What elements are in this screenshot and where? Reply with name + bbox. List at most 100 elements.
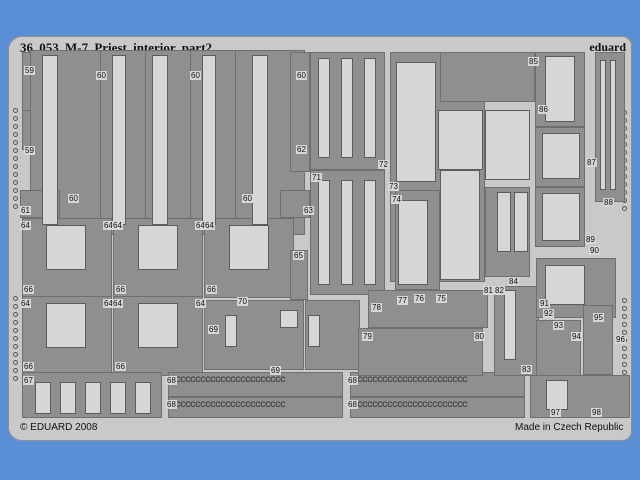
part-number-label: 91 (539, 299, 550, 308)
part-number-label: 92 (543, 309, 554, 318)
fret-panel (290, 250, 308, 300)
clip-row: cccccccccccccccccccccc (357, 375, 468, 386)
part-number-label: 95 (593, 313, 604, 322)
box-part (110, 382, 126, 414)
part-number-label: 89 (585, 235, 596, 244)
bracket-part (545, 56, 575, 122)
part-number-label: 64 (103, 221, 114, 230)
rod-part (600, 60, 606, 190)
part-number-label: 76 (414, 294, 425, 303)
box-part (85, 382, 101, 414)
part-number-label: 59 (24, 146, 35, 155)
part-number-label: 88 (603, 198, 614, 207)
part-number-label: 83 (521, 365, 532, 374)
part-number-label: 71 (311, 173, 322, 182)
seat-frame-part (112, 55, 126, 225)
part-number-label: 62 (296, 145, 307, 154)
fret-panel (440, 52, 535, 102)
part-number-label: 59 (24, 66, 35, 75)
floor-plate-part (440, 170, 480, 280)
part-number-label: 60 (68, 194, 79, 203)
part-number-label: 79 (362, 332, 373, 341)
alignment-holes-left (13, 108, 18, 212)
part-number-label: 84 (508, 277, 519, 286)
part-number-label: 68 (347, 376, 358, 385)
alignment-holes-left-lower (13, 296, 18, 384)
rack-part (497, 192, 511, 252)
part-number-label: 60 (242, 194, 253, 203)
part-number-label: 93 (553, 321, 564, 330)
seat-frame-part (42, 55, 58, 225)
box-part (35, 382, 51, 414)
rack-part (514, 192, 528, 252)
clip-row: cccccccccccccccccccccc (175, 400, 286, 411)
ammo-tube-part (318, 180, 330, 285)
part-number-label: 68 (166, 376, 177, 385)
part-number-label: 64 (112, 299, 123, 308)
part-number-label: 98 (591, 408, 602, 417)
seat-cushion-part (46, 303, 86, 348)
floor-plate-part (485, 110, 530, 180)
seat-cushion-part (138, 225, 178, 270)
floor-plate-part (396, 62, 436, 182)
part-number-label: 64 (112, 221, 123, 230)
part-number-label: 90 (589, 246, 600, 255)
copyright-text: © EDUARD 2008 (20, 422, 98, 433)
seat-cushion-part (138, 303, 178, 348)
part-number-label: 66 (206, 285, 217, 294)
seat-frame-part (252, 55, 268, 225)
origin-text: Made in Czech Republic (515, 422, 624, 433)
part-number-label: 72 (378, 160, 389, 169)
part-number-label: 77 (397, 296, 408, 305)
ammo-tube-part (318, 58, 330, 158)
fret-panel (168, 372, 343, 397)
ammo-tube-part (364, 58, 376, 158)
seat-cushion-part (46, 225, 86, 270)
part-number-label: 96 (615, 335, 626, 344)
seat-cushion-part (229, 225, 269, 270)
part-number-label: 87 (586, 158, 597, 167)
part-number-label: 70 (237, 297, 248, 306)
part-number-label: 68 (166, 400, 177, 409)
part-number-label: 67 (23, 376, 34, 385)
part-number-label: 81 (483, 286, 494, 295)
box-part (135, 382, 151, 414)
part-number-label: 74 (391, 195, 402, 204)
fret-panel (494, 286, 539, 376)
clip-row: cccccccccccccccccccccc (357, 400, 468, 411)
part-number-label: 60 (190, 71, 201, 80)
plate-part (542, 193, 580, 241)
part-number-label: 94 (571, 332, 582, 341)
arm-part (504, 290, 516, 360)
fret-panel (536, 320, 581, 380)
part-number-label: 78 (371, 303, 382, 312)
part-number-label: 61 (20, 206, 31, 215)
plate-part (542, 133, 580, 179)
rod-part (610, 60, 616, 190)
part-number-label: 69 (270, 366, 281, 375)
ammo-tube-part (341, 58, 353, 158)
part-number-label: 68 (347, 400, 358, 409)
fret-panel (290, 52, 310, 172)
part-number-label: 64 (20, 299, 31, 308)
part-number-label: 73 (388, 182, 399, 191)
part-number-label: 85 (528, 57, 539, 66)
cylinder-part (546, 380, 568, 410)
part-number-label: 75 (436, 294, 447, 303)
brand-logo: eduard (589, 40, 626, 54)
tank-part (308, 315, 320, 347)
box-part (60, 382, 76, 414)
plate-part (545, 265, 585, 305)
ammo-tube-part (341, 180, 353, 285)
seat-frame-part (202, 55, 216, 225)
part-number-label: 82 (494, 286, 505, 295)
part-number-label: 66 (23, 285, 34, 294)
seat-frame-part (152, 55, 168, 225)
tank-part (280, 310, 298, 328)
part-number-label: 66 (115, 285, 126, 294)
fret-panel (530, 375, 630, 418)
part-number-label: 63 (303, 206, 314, 215)
part-number-label: 64 (204, 221, 215, 230)
tank-part (225, 315, 237, 347)
part-number-label: 80 (474, 332, 485, 341)
